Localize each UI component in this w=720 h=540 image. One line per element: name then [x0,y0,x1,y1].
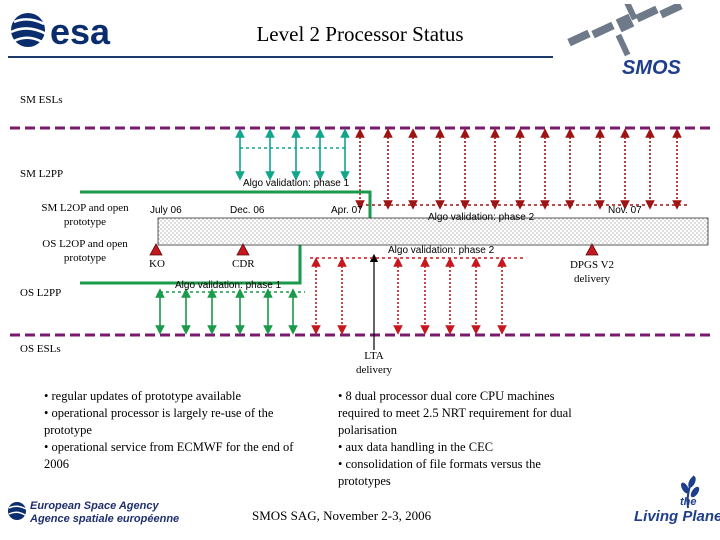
notes-right: • 8 dual processor dual core CPU machine… [338,388,590,490]
row-label-os-esls: OS ESLs [20,343,61,355]
note-right-item: • aux data handling in the CEC [338,440,494,454]
date-apr07: Apr. 07 [331,205,363,216]
row-label-sm-l2pp: SM L2PP [20,168,64,180]
living-planet-text: Living Planet [634,508,720,525]
footer-text: SMOS SAG, November 2-3, 2006 [252,508,432,523]
notes-left: • regular updates of prototype available… [44,388,316,473]
title-underline [8,56,553,58]
agency-name-fr: Agence spatiale européenne [30,513,180,525]
milestone-dpgs-label: DPGS V2 delivery [569,259,615,285]
satellite-icon [567,1,683,57]
living-planet-logo: the Living Planet [630,470,720,532]
os-phase1-label: Algo validation: phase 1 [175,280,282,291]
esa-globe-icon [10,13,47,47]
sm-phase2-label: Algo validation: phase 2 [428,212,535,223]
os-phase1-arrows [155,288,305,335]
esa-small-logo-icon [8,502,27,520]
note-left-item: • regular updates of prototype available [44,389,242,403]
smos-logo-text: SMOS [622,57,682,79]
note-right-item: • 8 dual processor dual core CPU machine… [338,389,572,437]
esa-logo-text: esa [50,11,111,52]
row-label-sm-esls: SM ESLs [20,94,63,106]
esa-logo: esa [6,8,146,57]
sm-phase1-arrows [235,128,350,181]
living-planet-the: the [680,496,697,508]
milestone-cdr-label: CDR [232,258,255,270]
milestones [149,243,599,256]
wheat-icon [681,475,700,509]
row-label-os-l2pp: OS L2PP [20,287,62,299]
timeline-bar [157,217,709,246]
agency-name-en: European Space Agency [30,500,159,512]
milestone-dpgs-icon [585,243,599,256]
smos-logo: SMOS [558,1,718,87]
os-phase2-arrows [310,257,525,335]
sm-phase2-arrows [355,128,690,210]
date-nov07: Nov. 07 [608,205,642,216]
os-phase2-label: Algo validation: phase 2 [388,245,495,256]
row-label-os-l2op: OS L2OP and open prototype [42,238,128,264]
timeline-diagram [10,126,712,350]
date-july06: July 06 [150,205,182,216]
sm-phase1-label: Algo validation: phase 1 [243,178,350,189]
note-left-item: • operational service from ECMWF for the… [44,440,294,471]
date-dec06: Dec. 06 [230,205,265,216]
milestone-ko-label: KO [149,258,165,270]
milestone-ko-icon [149,243,163,256]
row-label-sm-l2op: SM L2OP and open prototype [41,202,129,228]
note-left-item: • operational processor is largely re-us… [44,406,274,437]
l2pp-flow-lines [80,190,372,285]
note-right-item: • consolidation of file formats versus t… [338,457,541,488]
lta-delivery-label: LTA delivery [355,350,393,376]
milestone-cdr-icon [236,243,250,256]
page-title: Level 2 Processor Status [256,22,464,46]
